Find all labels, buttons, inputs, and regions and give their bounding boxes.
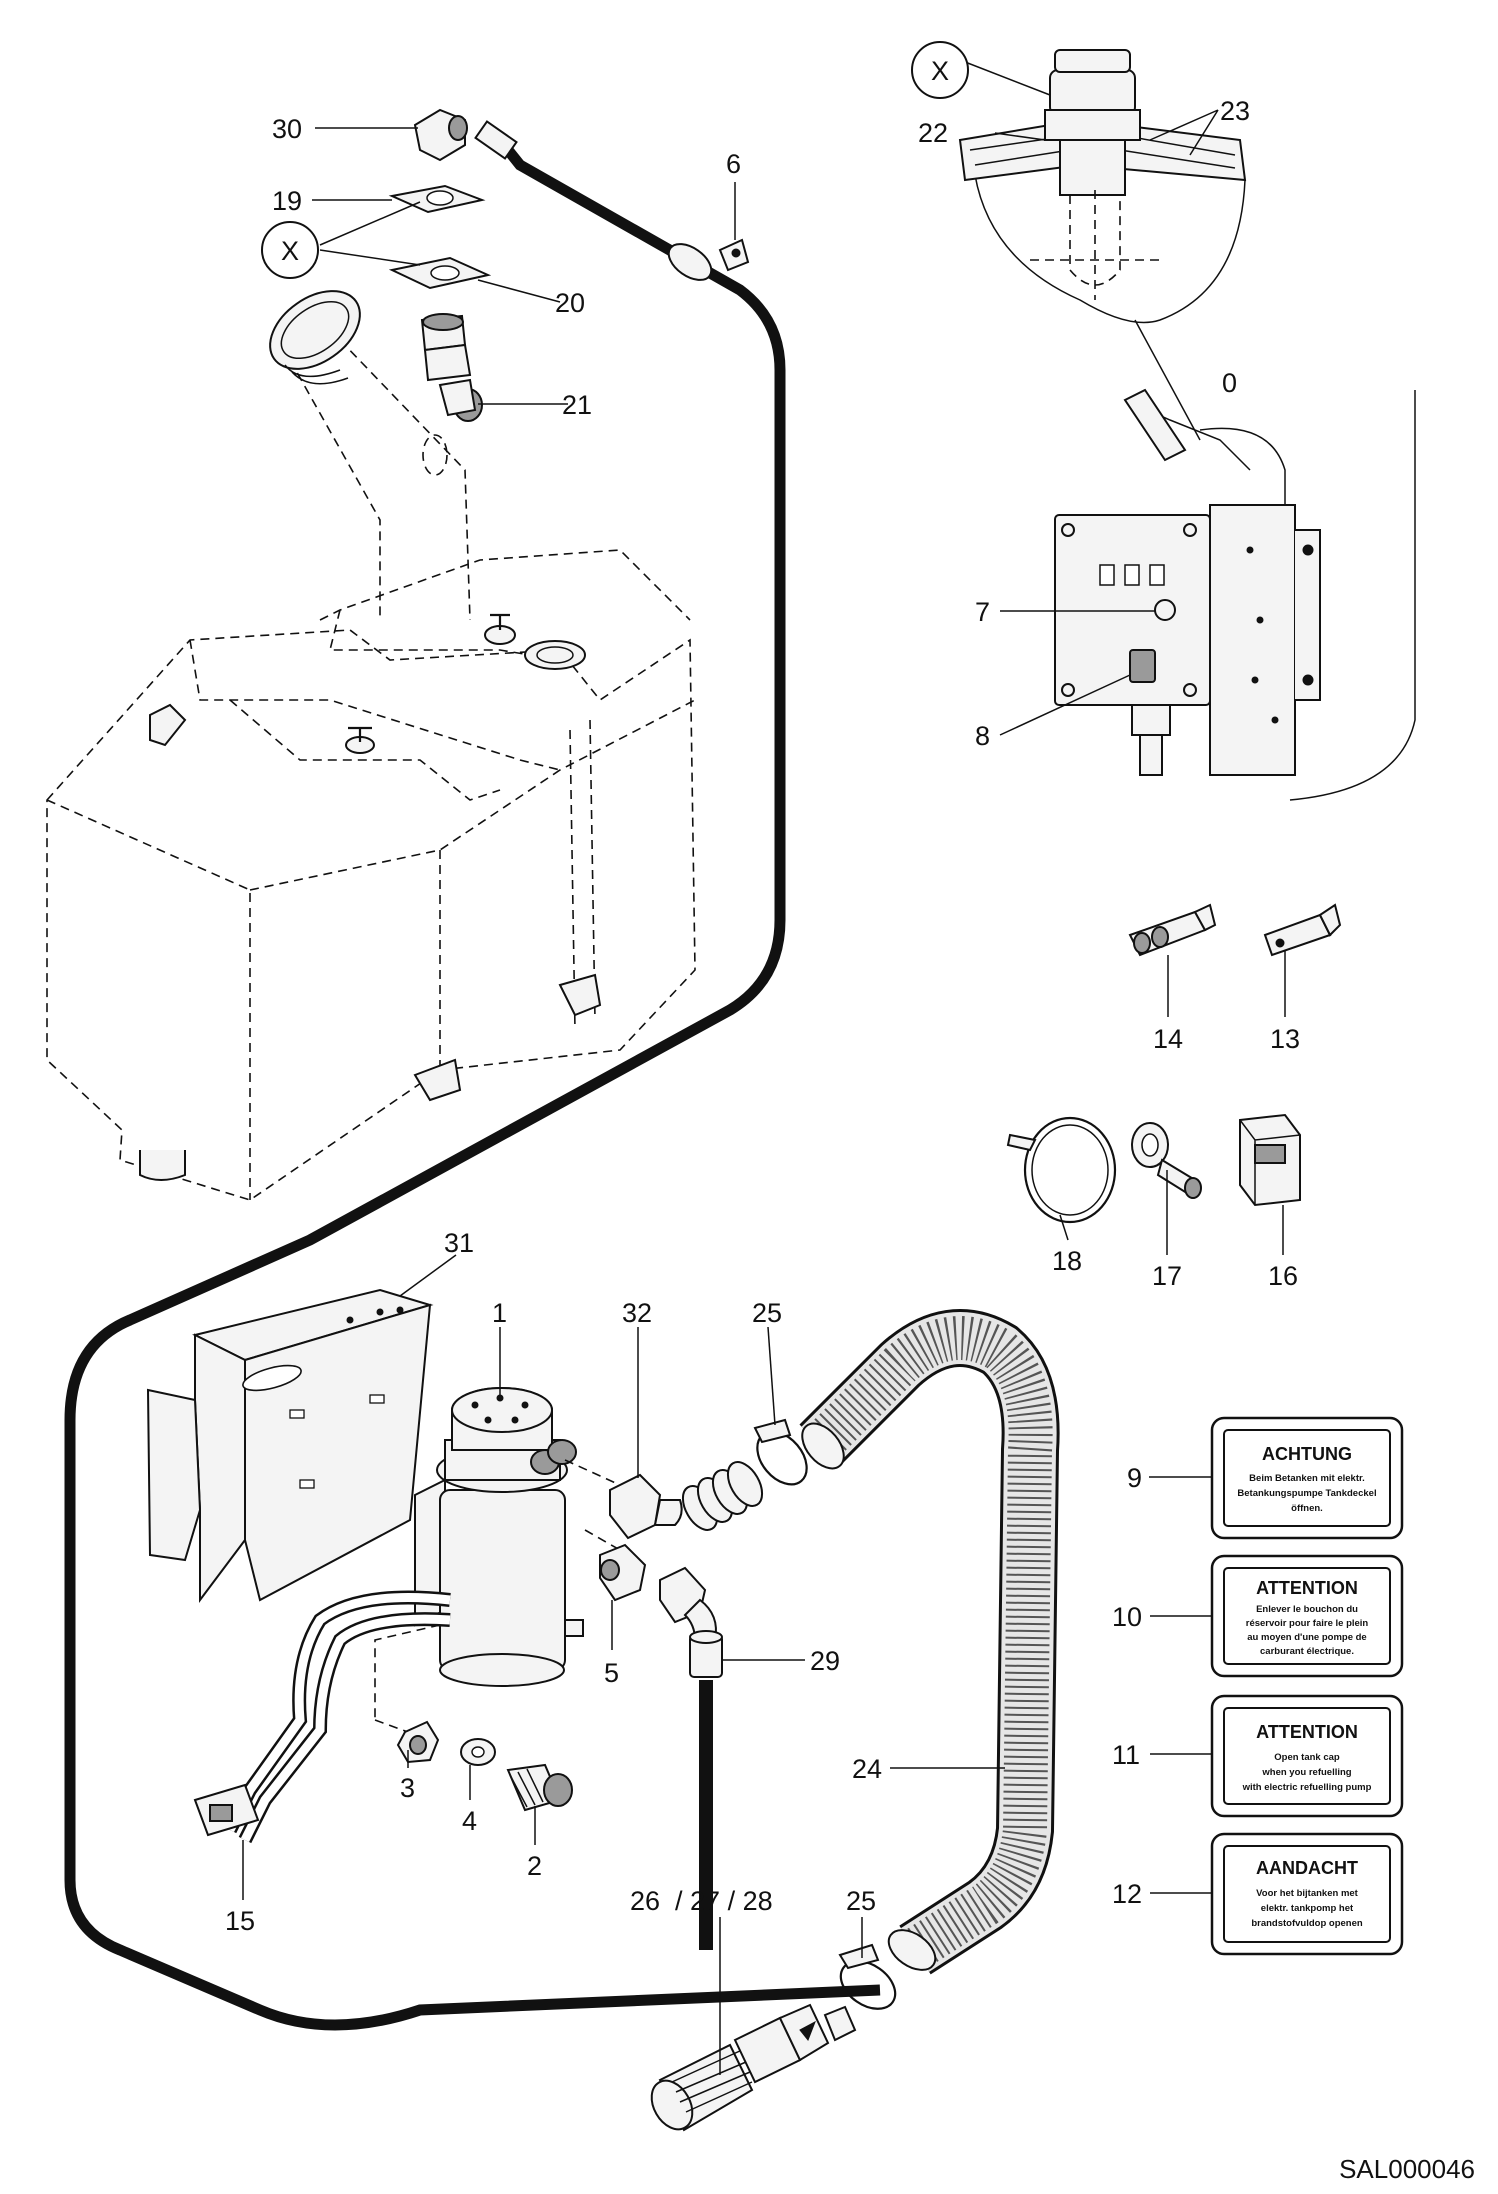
callout-13: 13 <box>1270 1024 1300 1054</box>
sign-11-line: Open tank cap <box>1274 1752 1340 1763</box>
sign-11-line: with electric refuelling pump <box>1242 1782 1372 1793</box>
sign-9-line: Betankungspumpe Tankdeckel <box>1237 1488 1376 1499</box>
callout-6: 6 <box>726 149 741 179</box>
callout-17: 17 <box>1152 1261 1182 1291</box>
sign-11-line: when you refuelling <box>1261 1767 1351 1778</box>
callout-2: 2 <box>527 1851 542 1881</box>
drawing-reference: SAL000046 <box>1339 2154 1475 2184</box>
callout-4: 4 <box>462 1806 477 1836</box>
callout-7: 7 <box>975 597 990 627</box>
leader-lines <box>242 59 1286 2075</box>
sign-10-line: au moyen d'une pompe de <box>1247 1632 1366 1643</box>
pump-fittings <box>564 1459 764 1950</box>
detail-marker-x-right: X <box>911 41 969 99</box>
callout-11: 11 <box>1112 1740 1140 1770</box>
return-hose <box>64 120 881 2031</box>
control-box <box>1054 388 1416 801</box>
callout-24: 24 <box>852 1754 882 1784</box>
callout-30: 30 <box>272 114 302 144</box>
fuel-pump <box>414 1387 584 1687</box>
callout-26-27-28: 26 / 27 / 28 <box>630 1886 773 1916</box>
suction-strainer <box>650 2003 857 2132</box>
sign-10-title: ATTENTION <box>1256 1578 1358 1598</box>
sign-10-line: réservoir pour faire le plein <box>1246 1618 1369 1629</box>
sign-9-line: öffnen. <box>1291 1503 1323 1514</box>
sign-12-line: elektr. tankpomp het <box>1261 1903 1354 1914</box>
sign-12-title: AANDACHT <box>1256 1858 1358 1878</box>
svg-text:X: X <box>281 236 299 266</box>
callout-25: 25 <box>752 1298 782 1328</box>
callout-10: 10 <box>1112 1602 1142 1632</box>
connector-parts <box>1006 903 1342 1224</box>
callout-32: 32 <box>622 1298 652 1328</box>
sign-12-line: brandstofvuldop openen <box>1251 1918 1363 1929</box>
detail-x-view <box>958 49 1247 441</box>
callout-25-lower: 25 <box>846 1886 876 1916</box>
sign-12-line: Voor het bijtanken met <box>1256 1888 1359 1899</box>
warning-sign-10: ATTENTION Enlever le bouchon du réservoi… <box>1210 1554 1404 1678</box>
svg-text:X: X <box>931 56 949 86</box>
sign-11-title: ATTENTION <box>1256 1722 1358 1742</box>
suction-hose <box>753 1309 1060 2010</box>
callout-19: 19 <box>272 186 302 216</box>
callout-15: 15 <box>225 1906 255 1936</box>
callout-23: 23 <box>1220 96 1250 126</box>
callout-8: 8 <box>975 721 990 751</box>
callout-14: 14 <box>1153 1024 1183 1054</box>
callout-5: 5 <box>604 1658 619 1688</box>
callout-1: 1 <box>492 1298 507 1328</box>
fuel-tank <box>46 290 696 1201</box>
callout-22: 22 <box>918 118 948 148</box>
warning-sign-11: ATTENTION Open tank cap when you refuell… <box>1210 1694 1404 1818</box>
sign-9-title: ACHTUNG <box>1262 1444 1352 1464</box>
callout-29: 29 <box>810 1646 840 1676</box>
callout-16: 16 <box>1268 1261 1298 1291</box>
detail-marker-x-left: X <box>261 221 319 279</box>
wiring-harness <box>193 1590 451 1844</box>
sign-9-line: Beim Betanken mit elektr. <box>1249 1473 1365 1484</box>
callout-18: 18 <box>1052 1246 1082 1276</box>
sign-10-line: Enlever le bouchon du <box>1256 1604 1358 1615</box>
tank-fitting-group <box>388 108 492 422</box>
callout-0: 0 <box>1222 368 1237 398</box>
warning-sign-12: AANDACHT Voor het bijtanken met elektr. … <box>1210 1832 1404 1956</box>
callout-21: 21 <box>562 390 592 420</box>
callout-12: 12 <box>1112 1879 1142 1909</box>
warning-sign-9: ACHTUNG Beim Betanken mit elektr. Betank… <box>1210 1416 1404 1540</box>
callout-3: 3 <box>400 1773 415 1803</box>
callout-9: 9 <box>1127 1463 1142 1493</box>
callout-20: 20 <box>555 288 585 318</box>
callout-31: 31 <box>444 1228 474 1258</box>
callout-labels: 30 19 20 21 6 22 23 0 7 8 14 13 18 17 16… <box>225 96 1300 1936</box>
pump-bracket <box>146 1288 434 1603</box>
sign-10-line: carburant électrique. <box>1260 1646 1354 1657</box>
